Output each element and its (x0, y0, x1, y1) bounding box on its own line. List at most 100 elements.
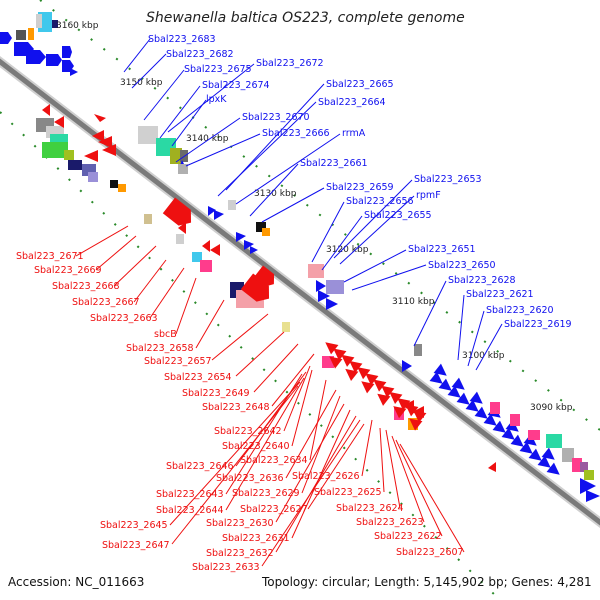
gene-arrow[interactable] (546, 462, 564, 480)
gene-box[interactable] (256, 222, 266, 232)
gene-label[interactable]: Sbal223_2620 (486, 305, 554, 316)
gene-box[interactable] (580, 462, 588, 472)
gene-arrow[interactable] (70, 68, 78, 76)
gene-box[interactable] (562, 448, 574, 462)
gene-arrow[interactable] (0, 32, 12, 44)
gene-label[interactable]: Sbal223_2626 (292, 471, 360, 482)
gene-label[interactable]: Sbal223_2607 (396, 547, 464, 558)
gene-arrow[interactable] (84, 150, 98, 162)
gene-box[interactable] (110, 180, 118, 188)
gene-label[interactable]: Sbal223_2654 (164, 372, 232, 383)
gene-box[interactable] (118, 184, 126, 192)
gene-box[interactable] (546, 434, 562, 448)
gene-label[interactable]: Sbal223_2636 (216, 473, 284, 484)
gene-label[interactable]: Sbal223_2624 (336, 503, 404, 514)
gene-arrow[interactable] (326, 298, 338, 310)
gene-arrow[interactable] (528, 448, 546, 466)
gene-arrow[interactable] (362, 369, 379, 386)
gene-arrow[interactable] (469, 391, 487, 409)
gene-arrow[interactable] (465, 399, 483, 417)
gene-arrow[interactable] (537, 455, 555, 473)
gene-box[interactable] (414, 344, 422, 356)
gene-arrow[interactable] (358, 377, 375, 394)
gene-arrow[interactable] (162, 197, 197, 231)
gene-arrow[interactable] (483, 413, 501, 431)
gene-arrow[interactable] (488, 462, 496, 472)
gene-arrow[interactable] (253, 265, 279, 291)
gene-arrow[interactable] (354, 362, 371, 380)
gene-arrow[interactable] (244, 240, 254, 250)
gene-label[interactable]: Sbal223_2623 (356, 517, 424, 528)
gene-box[interactable] (176, 234, 184, 244)
gene-arrow[interactable] (178, 222, 186, 234)
gene-box[interactable] (42, 142, 68, 158)
gene-arrow[interactable] (580, 478, 596, 494)
gene-label[interactable]: Sbal223_2670 (242, 112, 310, 123)
gene-box[interactable] (64, 150, 74, 160)
gene-box[interactable] (228, 200, 236, 210)
gene-label[interactable]: Sbal223_2647 (102, 540, 170, 551)
gene-arrow[interactable] (102, 144, 116, 156)
gene-arrow[interactable] (541, 447, 559, 465)
gene-arrow[interactable] (451, 377, 469, 395)
gene-arrow[interactable] (406, 414, 423, 431)
gene-arrow[interactable] (250, 246, 258, 254)
gene-label[interactable]: Sbal223_2665 (326, 79, 394, 90)
gene-arrow[interactable] (318, 290, 330, 302)
gene-label[interactable]: Sbal223_2627 (240, 504, 308, 515)
gene-box[interactable] (528, 430, 540, 440)
gene-label[interactable]: Sbal223_2633 (192, 562, 260, 573)
gene-arrow[interactable] (378, 381, 395, 398)
gene-arrow[interactable] (208, 206, 216, 216)
gene-label[interactable]: Sbal223_2643 (156, 489, 224, 500)
gene-label[interactable]: Sbal223_2628 (448, 275, 516, 286)
gene-arrow[interactable] (330, 344, 347, 361)
gene-label[interactable]: Sbal223_2640 (222, 441, 290, 452)
gene-label[interactable]: Sbal223_2645 (100, 520, 168, 531)
gene-arrow[interactable] (54, 116, 64, 128)
gene-label[interactable]: rrmA (342, 128, 366, 139)
gene-label[interactable]: Sbal223_2632 (206, 548, 274, 559)
gene-arrow[interactable] (394, 393, 411, 411)
gene-label[interactable]: Sbal223_2648 (202, 402, 270, 413)
gene-box[interactable] (510, 414, 520, 426)
gene-arrow[interactable] (492, 420, 510, 438)
gene-box[interactable] (200, 260, 212, 272)
gene-label[interactable]: Sbal223_2675 (184, 64, 252, 75)
gene-label[interactable]: Sbal223_2667 (72, 297, 140, 308)
gene-arrow[interactable] (92, 130, 104, 142)
gene-label[interactable]: Sbal223_2642 (214, 426, 282, 437)
gene-label[interactable]: Sbal223_2674 (202, 80, 270, 91)
gene-arrow[interactable] (374, 389, 391, 406)
gene-arrow[interactable] (402, 400, 419, 417)
gene-arrow[interactable] (326, 352, 343, 369)
gene-box[interactable] (68, 160, 82, 170)
gene-arrow[interactable] (519, 441, 537, 459)
gene-label[interactable]: Sbal223_2650 (428, 260, 496, 271)
gene-arrow[interactable] (342, 364, 359, 382)
gene-box[interactable] (584, 470, 594, 480)
gene-arrow[interactable] (202, 240, 210, 252)
gene-label[interactable]: Sbal223_2621 (466, 289, 534, 300)
gene-arrow[interactable] (236, 232, 246, 242)
gene-label[interactable]: Sbal223_2653 (414, 174, 482, 185)
gene-arrow[interactable] (62, 46, 72, 58)
gene-arrow[interactable] (370, 375, 387, 392)
gene-arrow[interactable] (346, 356, 363, 374)
gene-arrow[interactable] (42, 104, 50, 116)
gene-label[interactable]: Sbal223_2622 (374, 531, 442, 542)
gene-label[interactable]: Sbal223_2644 (156, 505, 224, 516)
gene-label[interactable]: Sbal223_2664 (318, 97, 386, 108)
gene-box[interactable] (88, 172, 98, 182)
gene-label[interactable]: Sbal223_2671 (16, 251, 84, 262)
gene-arrow[interactable] (26, 50, 46, 64)
gene-label[interactable]: Sbal223_2683 (148, 34, 216, 45)
gene-arrow[interactable] (501, 427, 519, 445)
gene-label[interactable]: Sbal223_2651 (408, 244, 476, 255)
gene-arrow[interactable] (46, 54, 62, 66)
gene-arrow[interactable] (316, 280, 326, 292)
gene-label[interactable]: Sbal223_2655 (364, 210, 432, 221)
gene-arrow[interactable] (586, 490, 600, 502)
gene-label[interactable]: Sbal223_2649 (182, 388, 250, 399)
gene-box[interactable] (192, 252, 202, 262)
